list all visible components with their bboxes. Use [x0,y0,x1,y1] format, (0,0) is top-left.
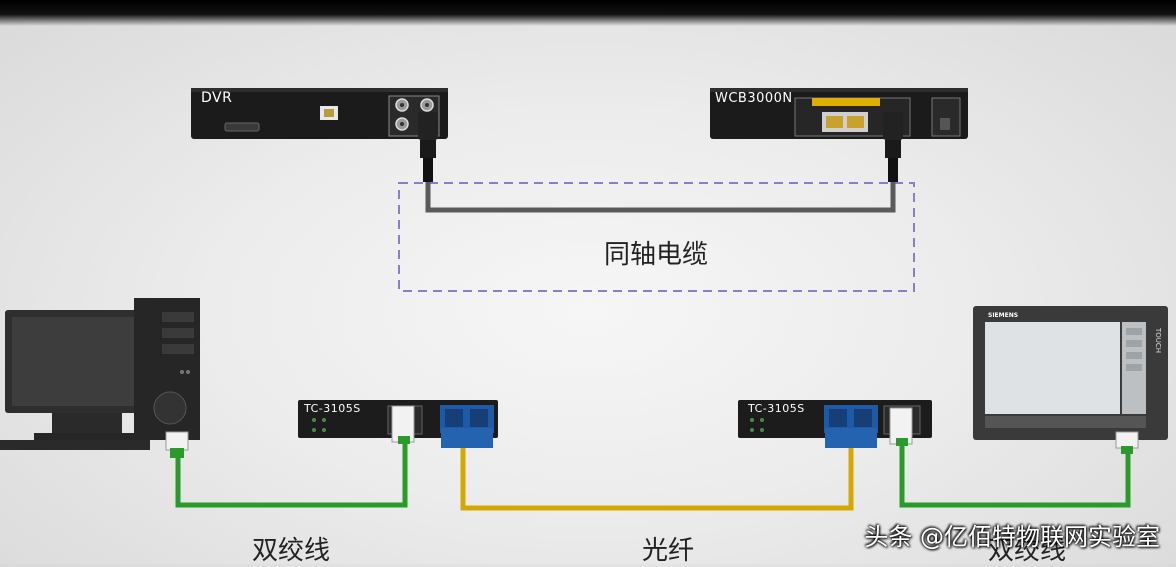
coax-highlight-box [398,182,915,292]
hmi-side-label: TOUCH [1154,328,1162,354]
converter-left-label: TC-3105S [304,402,361,415]
converter-right-label: TC-3105S [748,402,805,415]
right-converter-ethernet-plug [889,407,913,446]
hmi-brand-label: SIEMENS [988,312,1019,319]
twisted-pair-caption-right: 双绞线 [988,536,1067,566]
left-converter-ethernet-plug [391,405,415,444]
coax-caption: 同轴电缆 [604,240,709,270]
dvr-label: DVR [201,90,233,106]
pc-monitor [5,310,163,443]
hmi-touch-panel [973,306,1168,440]
dvr-coax-connector [418,112,438,182]
pc-keyboard [0,440,150,450]
twisted-pair-cable-left [175,440,408,508]
wcb3000n-label: WCB3000N [715,91,793,106]
coax-cable [425,180,896,213]
pc-ethernet-plug [165,431,189,458]
fiber-cable [460,448,854,511]
fiber-caption: 光纤 [642,536,695,566]
twisted-pair-caption-left: 双绞线 [252,536,331,566]
top-fade-bar [0,0,1176,26]
right-converter-fiber-port [824,405,878,448]
pc-tower [134,298,200,440]
twisted-pair-cable-right [899,445,1131,508]
hmi-ethernet-plug [1115,431,1139,454]
wcb-coax-connector [883,112,903,182]
left-converter-fiber-port [440,405,494,448]
watermark: 头条 @亿佰特物联网实验室 [864,523,1160,551]
